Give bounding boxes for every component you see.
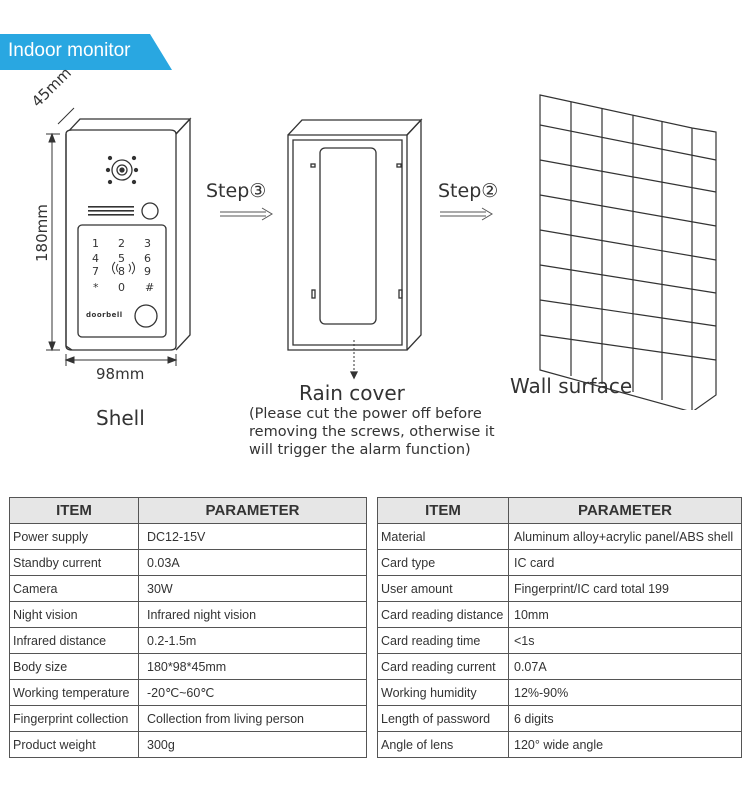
step2-label: Step② <box>438 180 499 202</box>
item-cell: Fingerprint collection <box>9 705 139 732</box>
item-cell: Angle of lens <box>377 731 509 758</box>
item-cell: Product weight <box>9 731 139 758</box>
column-header-item: ITEM <box>377 497 509 524</box>
width-dimension: 98mm <box>96 365 145 383</box>
step-arrows <box>220 207 493 221</box>
parameter-cell: Aluminum alloy+acrylic panel/ABS shell <box>508 523 742 550</box>
item-cell: Card type <box>377 549 509 576</box>
item-cell: Length of password <box>377 705 509 732</box>
item-cell: Standby current <box>9 549 139 576</box>
item-cell: Card reading current <box>377 653 509 680</box>
column-header-parameter: PARAMETER <box>508 497 742 524</box>
key-2: 2 <box>118 237 125 250</box>
diagram-drawing <box>46 94 717 410</box>
item-cell: Power supply <box>9 523 139 550</box>
parameter-cell: 12%-90% <box>508 679 742 706</box>
brand-logo: doorbell <box>86 311 123 319</box>
item-cell: Card reading distance <box>377 601 509 628</box>
table-row: Card reading time<1s <box>377 627 742 654</box>
key-8: 8 <box>118 265 125 278</box>
wall-surface-label: Wall surface <box>510 374 633 398</box>
table-header-row: ITEM PARAMETER <box>377 497 742 524</box>
rain-cover-note: (Please cut the power off before removin… <box>249 406 495 458</box>
dimension-lines <box>46 107 178 366</box>
section-banner: Indoor monitor <box>0 34 172 70</box>
parameter-cell: 0.03A <box>138 549 367 576</box>
parameter-cell: 30W <box>138 575 367 602</box>
shell-label: Shell <box>96 406 145 430</box>
parameter-cell: 0.2-1.5m <box>138 627 367 654</box>
parameter-cell: -20℃~60℃ <box>138 679 367 706</box>
parameter-cell: <1s <box>508 627 742 654</box>
item-cell: Working temperature <box>9 679 139 706</box>
table-header-row: ITEM PARAMETER <box>9 497 367 524</box>
item-cell: Body size <box>9 653 139 680</box>
key-3: 3 <box>144 237 151 250</box>
item-cell: Infrared distance <box>9 627 139 654</box>
key-star: * <box>93 281 99 294</box>
parameter-cell: 6 digits <box>508 705 742 732</box>
parameter-cell: Fingerprint/IC card total 199 <box>508 575 742 602</box>
item-cell: Working humidity <box>377 679 509 706</box>
item-cell: Material <box>377 523 509 550</box>
shell-device <box>65 117 192 351</box>
parameter-cell: Collection from living person <box>138 705 367 732</box>
card-reader-icon <box>112 261 135 275</box>
key-7: 7 <box>92 265 99 278</box>
parameter-cell: DC12-15V <box>138 523 367 550</box>
column-header-item: ITEM <box>9 497 139 524</box>
key-0: 0 <box>118 281 125 294</box>
item-cell: Card reading time <box>377 627 509 654</box>
key-9: 9 <box>144 265 151 278</box>
key-hash: # <box>145 281 155 294</box>
height-dimension: 180mm <box>33 204 51 262</box>
table-row: Working temperature-20℃~60℃ <box>9 679 367 706</box>
parameter-cell: 10mm <box>508 601 742 628</box>
section-title: Indoor monitor <box>8 40 131 61</box>
column-header-parameter: PARAMETER <box>138 497 367 524</box>
parameter-cell: 180*98*45mm <box>138 653 367 680</box>
parameter-cell: IC card <box>508 549 742 576</box>
rain-cover <box>287 118 423 380</box>
parameter-cell: 300g <box>138 731 367 758</box>
speaker-grille <box>88 206 134 216</box>
key-5: 5 <box>118 252 125 265</box>
rain-cover-label: Rain cover <box>299 381 405 405</box>
item-cell: User amount <box>377 575 509 602</box>
parameter-cell: 0.07A <box>508 653 742 680</box>
wall-grid <box>539 94 717 410</box>
item-cell: Night vision <box>9 601 139 628</box>
key-4: 4 <box>92 252 99 265</box>
item-cell: Camera <box>9 575 139 602</box>
parameter-cell: 120° wide angle <box>508 731 742 758</box>
parameter-cell: Infrared night vision <box>138 601 367 628</box>
key-6: 6 <box>144 252 151 265</box>
step3-label: Step③ <box>206 180 267 202</box>
banner-background <box>0 34 172 70</box>
key-1: 1 <box>92 237 99 250</box>
